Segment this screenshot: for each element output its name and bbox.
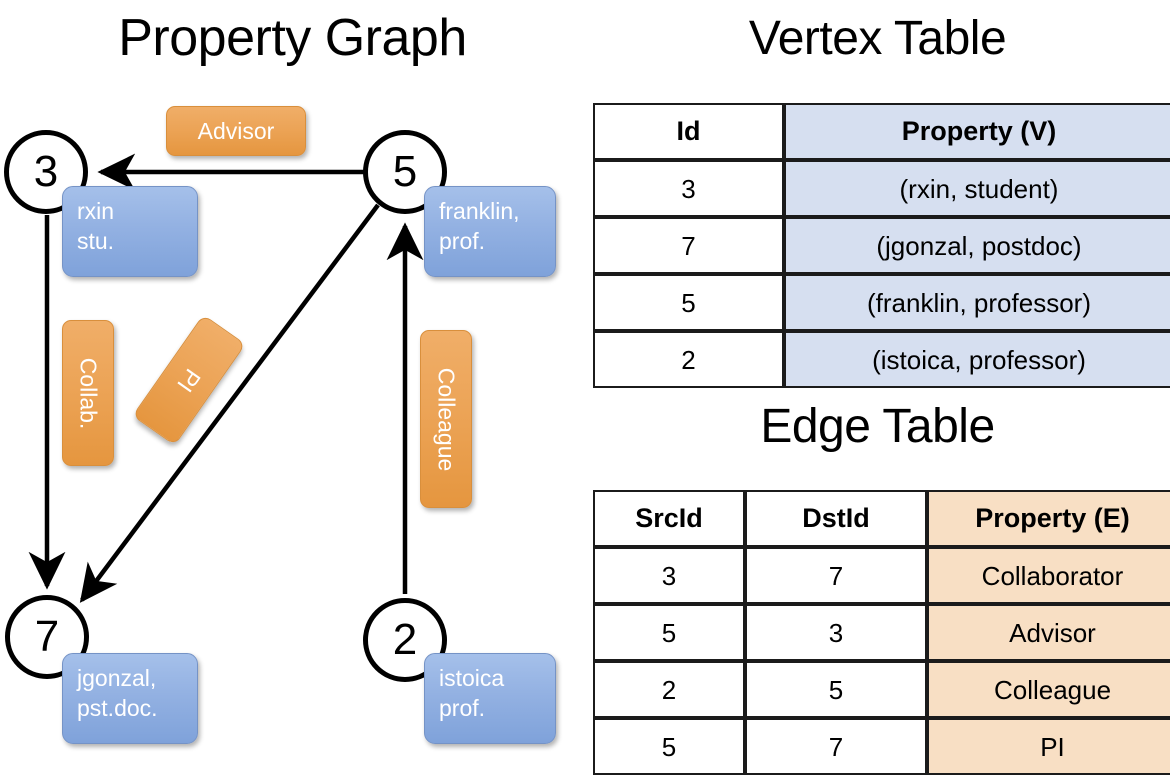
cell-vertex-property: (rxin, student) [784, 160, 1170, 217]
column-header-srcid: SrcId [593, 490, 745, 547]
node-property-line: istoica [439, 665, 505, 691]
vertex-table: Id Property (V) 3 (rxin, student) 7 (jgo… [593, 103, 1170, 388]
node-property-box-3: rxin stu. [62, 186, 198, 277]
graph-node-5[interactable]: 5 [363, 130, 447, 214]
graph-edge-arrows [28, 153, 424, 603]
node-property-line: rxin [77, 198, 115, 224]
node-property-box-5: franklin, prof. [424, 186, 556, 277]
table-row: 2 5 Colleague [593, 661, 1170, 718]
edge-table: SrcId DstId Property (E) 3 7 Collaborato… [593, 490, 1170, 775]
table-header-row: SrcId DstId Property (E) [593, 490, 1170, 547]
table-row: 3 (rxin, student) [593, 160, 1170, 217]
node-property-box-2: istoica prof. [424, 653, 556, 744]
cell-edge-property: Advisor [927, 604, 1170, 661]
edge-label-text: PI [172, 363, 207, 397]
cell-edge-property: Colleague [927, 661, 1170, 718]
node-property-line: stu. [77, 228, 115, 254]
column-header-id: Id [593, 103, 784, 160]
cell-vertex-property: (jgonzal, postdoc) [784, 217, 1170, 274]
edge-label-collab: Collab. [62, 320, 114, 466]
page-title-property-graph: Property Graph [118, 9, 467, 67]
table-row: 7 (jgonzal, postdoc) [593, 217, 1170, 274]
table-row: 3 7 Collaborator [593, 547, 1170, 604]
page-title-edge-table: Edge Table [760, 400, 995, 453]
node-property-box-7: jgonzal, pst.doc. [62, 653, 198, 744]
cell-vertex-id: 7 [593, 217, 784, 274]
node-property-line: pst.doc. [77, 695, 158, 721]
cell-edge-src: 5 [593, 718, 745, 775]
cell-vertex-id: 3 [593, 160, 784, 217]
edge-label-advisor: Advisor [166, 106, 306, 156]
node-property-line: prof. [439, 695, 486, 721]
cell-edge-dst: 7 [745, 547, 927, 604]
cell-vertex-property: (franklin, professor) [784, 274, 1170, 331]
cell-edge-dst: 5 [745, 661, 927, 718]
cell-edge-src: 5 [593, 604, 745, 661]
column-header-dstid: DstId [745, 490, 927, 547]
edge-label-text: Colleague [433, 367, 460, 471]
cell-edge-dst: 7 [745, 718, 927, 775]
page-title-vertex-table: Vertex Table [748, 12, 1007, 65]
graph-node-2[interactable]: 2 [363, 598, 447, 682]
cell-edge-src: 3 [593, 547, 745, 604]
edge-arrow-5-to-7 [79, 203, 380, 603]
table-header-row: Id Property (V) [593, 103, 1170, 160]
edge-label-colleague: Colleague [420, 330, 472, 508]
property-graph-diagram: 3 5 7 2 rxin stu. franklin, prof. jgonza… [0, 0, 585, 760]
edge-label-text: Advisor [197, 117, 275, 144]
node-property-line: franklin, [439, 198, 520, 224]
cell-vertex-id: 2 [593, 331, 784, 388]
cell-vertex-id: 5 [593, 274, 784, 331]
cell-edge-dst: 3 [745, 604, 927, 661]
cell-vertex-property: (istoica, professor) [784, 331, 1170, 388]
edge-label-text: Collab. [75, 357, 102, 429]
cell-edge-src: 2 [593, 661, 745, 718]
node-property-line: jgonzal, [77, 665, 157, 691]
table-row: 2 (istoica, professor) [593, 331, 1170, 388]
table-row: 5 7 PI [593, 718, 1170, 775]
cell-edge-property: Collaborator [927, 547, 1170, 604]
table-row: 5 (franklin, professor) [593, 274, 1170, 331]
column-header-property-v: Property (V) [784, 103, 1170, 160]
table-row: 5 3 Advisor [593, 604, 1170, 661]
node-property-line: prof. [439, 228, 486, 254]
column-header-property-e: Property (E) [927, 490, 1170, 547]
cell-edge-property: PI [927, 718, 1170, 775]
